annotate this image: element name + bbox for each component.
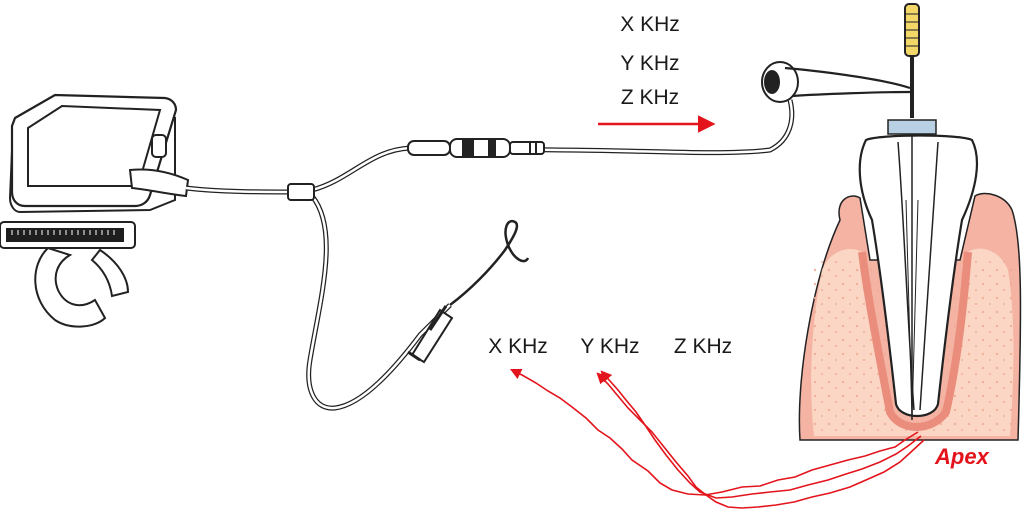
out-freq-y: Y KHz (620, 52, 679, 75)
apex-locator-device (0, 93, 190, 328)
return-signal-arrow-x (509, 368, 919, 496)
lip-hook (449, 219, 530, 306)
endodontic-file (887, 3, 937, 135)
return-freq-z: Z KHz (674, 335, 732, 358)
return-signal-arrow-z (596, 372, 925, 509)
tooth-root (858, 134, 978, 417)
tooth-cross-section (798, 134, 1022, 441)
return-signal-arrow-y (600, 370, 922, 499)
probe-cables (185, 99, 795, 411)
file-clip (761, 61, 911, 103)
rubber-stopper (887, 119, 937, 135)
return-freq-x: X KHz (488, 335, 548, 358)
lip-cable-connector (407, 305, 454, 364)
apex-label: Apex (934, 444, 990, 469)
device-side-button (151, 134, 167, 158)
out-freq-x: X KHz (620, 13, 680, 36)
cable-socket (128, 168, 190, 198)
device-screen (27, 104, 162, 187)
cable-splitter (287, 183, 315, 201)
out-freq-z: Z KHz (621, 86, 679, 109)
file-cable-connector (407, 138, 545, 158)
return-freq-y: Y KHz (580, 335, 639, 358)
